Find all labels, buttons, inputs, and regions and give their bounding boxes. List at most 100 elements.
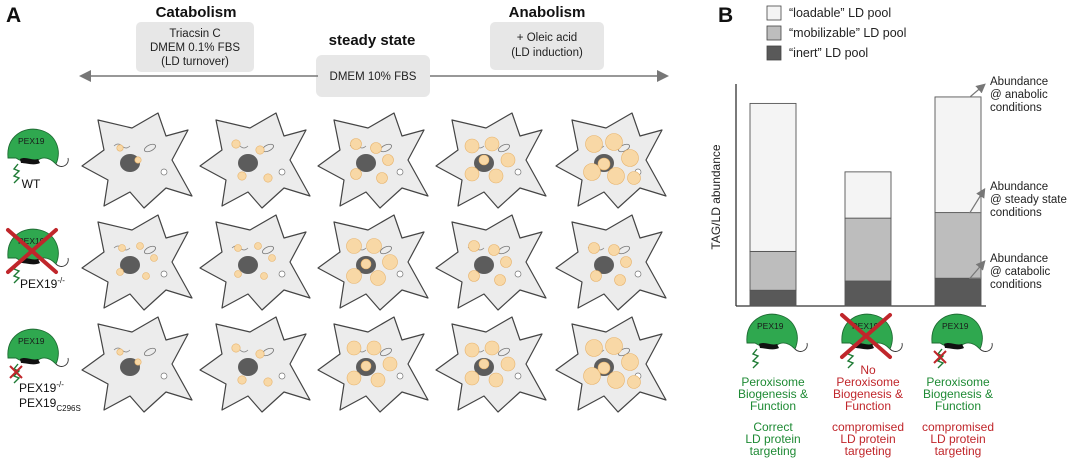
panel-b-function-3-line-1: Peroxisome — [926, 375, 990, 389]
lipid-droplet — [607, 371, 625, 389]
nucleus — [356, 154, 376, 172]
panel-a-letter: A — [6, 4, 21, 27]
nucleus — [594, 256, 614, 274]
pex19-label: PEX19 — [18, 236, 45, 246]
lipid-droplet — [136, 242, 144, 250]
pex19-label: PEX19 — [18, 336, 45, 346]
genotype-label-ko-sup: -/- — [57, 276, 65, 285]
lipid-droplet — [500, 356, 516, 372]
cell-r3-c3 — [317, 316, 429, 413]
lipid-droplet — [268, 254, 276, 262]
bar-2-segment-3 — [844, 171, 892, 219]
cell-r1-c3 — [317, 112, 429, 209]
catabolism-box — [136, 22, 254, 72]
nucleus — [238, 154, 258, 172]
lipid-droplet — [376, 172, 388, 184]
lipid-droplet — [346, 238, 362, 254]
cterm-loop-icon — [889, 342, 903, 352]
panel-b-targeting-3-line-1: compromised — [922, 420, 994, 434]
lipid-droplet — [468, 240, 480, 252]
pex19-cys-domain-icon — [759, 343, 779, 350]
lipid-droplet — [621, 149, 639, 167]
panel-b-genotype-icon-2: PEX19 — [840, 313, 903, 369]
lipid-droplet — [464, 370, 480, 386]
lipid-droplet — [255, 349, 265, 359]
nucleus — [120, 256, 140, 274]
pex19-protein-icon — [931, 313, 983, 350]
cell-r1-c1 — [81, 112, 193, 209]
mitochondrion — [144, 143, 156, 153]
pex19-cys-domain-icon — [20, 158, 40, 165]
vesicle — [396, 270, 404, 278]
lipid-droplet — [116, 348, 124, 356]
panel-b-targeting-3-line-2: LD protein — [930, 432, 985, 446]
genotype-label-ko: PEX19-/- — [20, 276, 65, 291]
nucleus — [474, 256, 494, 274]
legend-label-1: “loadable” LD pool — [789, 6, 891, 20]
cterm-loop-icon — [55, 157, 69, 167]
lipid-droplet — [614, 274, 626, 286]
cell-r3-c2 — [199, 316, 311, 413]
lipid-droplet — [478, 358, 490, 370]
lipid-droplet — [360, 360, 372, 372]
lipid-droplet — [346, 268, 362, 284]
annotation-1-line-3: conditions — [990, 102, 1042, 114]
panel-b-genotype-icon-1: PEX19 — [746, 313, 808, 369]
lipid-droplet — [382, 356, 398, 372]
legend-swatch-1 — [766, 5, 782, 21]
catabolism-line-2: DMEM 0.1% FBS — [150, 42, 240, 54]
panel-b-targeting-3-line-3: targeting — [935, 444, 982, 458]
abundance-annotations: Abundance@ anabolicconditionsAbundance@ … — [968, 76, 1067, 291]
pex19-cys-domain-icon — [944, 343, 964, 350]
lipid-droplet — [488, 372, 504, 388]
lipid-droplet — [494, 274, 506, 286]
lipid-droplet — [142, 272, 150, 280]
panel-b-function-2-line-2: Peroxisome — [836, 375, 900, 389]
steady-state-line-1: DMEM 10% FBS — [330, 71, 417, 83]
lipid-droplet — [370, 372, 386, 388]
annotation-2-line-2: @ steady state — [990, 194, 1067, 206]
lipid-droplet — [605, 337, 623, 355]
legend-label-2: “mobilizable” LD pool — [789, 26, 906, 40]
cterm-loop-icon — [979, 342, 993, 352]
legend-label-3: “inert” LD pool — [789, 46, 868, 60]
nucleus — [238, 358, 258, 376]
genotype-label-ko-base: PEX19 — [20, 277, 58, 291]
steady-state-box — [316, 55, 430, 97]
bar-1-segment-3 — [749, 102, 797, 252]
mitochondrion — [498, 143, 510, 153]
bar-1-segment-1 — [749, 289, 797, 307]
lipid-droplet — [237, 171, 247, 181]
panel-b-function-1-line-2: Biogenesis & — [738, 387, 808, 401]
panel-b-function-2-line-4: Function — [845, 399, 891, 413]
lipid-droplet — [583, 163, 601, 181]
lipid-droplet — [370, 270, 386, 286]
cell-r2-c4 — [435, 214, 547, 311]
lipid-droplet — [237, 375, 247, 385]
bar-1-segment-2 — [749, 250, 797, 291]
pex19-protein-icon — [746, 313, 798, 350]
lipid-droplet — [468, 270, 480, 282]
legend: “loadable” LD pool “mobilizable” LD pool “… — [766, 5, 906, 61]
vesicle — [278, 372, 286, 380]
cell-r2-c2 — [199, 214, 311, 311]
farnesyl-tail-icon — [12, 163, 21, 184]
lipid-droplet — [464, 342, 480, 358]
lipid-droplet — [484, 340, 500, 356]
lipid-droplet — [263, 173, 273, 183]
cell-grid — [81, 112, 667, 413]
annotation-1-line-1: Abundance — [990, 76, 1048, 88]
lipid-droplet — [231, 139, 241, 149]
cell-r3-c1 — [81, 316, 193, 413]
panel-b-letter: B — [718, 4, 733, 27]
bar-3-segment-3 — [934, 96, 982, 214]
lipid-droplet — [597, 157, 611, 171]
genotype-label-wt: WT — [22, 177, 41, 191]
cell-r3-c4 — [435, 316, 547, 413]
nucleus — [238, 256, 258, 274]
lipid-droplet — [234, 270, 242, 278]
genotype-icon-row-1: PEX19 — [7, 128, 69, 184]
lipid-droplet — [350, 138, 362, 150]
farnesyl-tail-icon — [751, 348, 760, 369]
